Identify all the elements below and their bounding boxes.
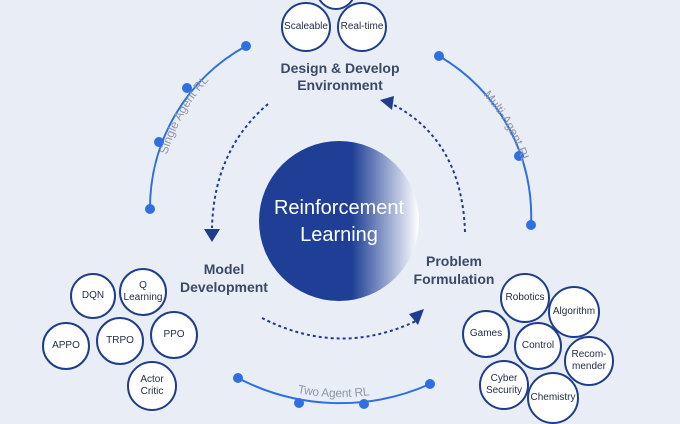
arc-dot [241, 41, 251, 51]
bubble-line1: APPO [52, 340, 80, 351]
bubble-line2: mender [572, 361, 606, 372]
env-bubble-label: Real-time [340, 21, 384, 32]
cycle-arrows [211, 103, 466, 340]
bubble-line1: Cyber [490, 373, 518, 384]
arrowhead-problem [409, 309, 424, 325]
model-bubble-trpo: TRPO [96, 317, 144, 365]
arrow-problem-to-design [391, 103, 466, 233]
stage-model-line1: Model [203, 261, 245, 277]
bubble-line1: Games [469, 328, 503, 339]
bubble-line2: Security [485, 385, 523, 396]
stage-design: Design & Develop Environment [260, 60, 420, 94]
two-agent-label: Two Agent RL [297, 382, 371, 400]
stage-problem-line1: Problem [425, 253, 482, 269]
env-bubble-scaleable: Scaleable [281, 2, 331, 52]
two-agent-arc: Two Agent RL [233, 373, 435, 409]
stage-problem-line2: Formulation [413, 271, 495, 287]
env-bubble-label: Scaleable [284, 21, 328, 32]
bubble-line1: PPO [163, 329, 185, 340]
arrowheads [204, 96, 424, 325]
arc-dot [294, 398, 304, 408]
center-circle [259, 141, 419, 301]
model-bubble-dqn: DQN [70, 273, 116, 319]
stage-problem: Problem Formulation [406, 252, 502, 288]
arc-dot [182, 83, 192, 93]
model-bubble-appo: APPO [42, 322, 90, 370]
arrow-model-to-problem [261, 317, 419, 340]
multi-agent-arc: Multi-Agent RL [434, 51, 536, 230]
arrowhead-design [380, 96, 394, 110]
arc-dot [514, 151, 524, 161]
arc-dot [425, 379, 435, 389]
bubble-line1: Actor [140, 374, 164, 385]
problem-bubble-chemistry: Chemistry [527, 372, 579, 424]
rl-diagram: Single Agent RL Multi-Agent RL Two Agent… [42, 0, 614, 424]
arc-dot [233, 373, 243, 383]
arc-dot [145, 204, 155, 214]
bubble-line1: TRPO [106, 335, 134, 346]
arc-dot [359, 399, 369, 409]
bubble-line2: Critic [140, 386, 164, 397]
bubble-line1: Control [521, 340, 555, 351]
center-title-line1: Reinforcement [274, 197, 405, 219]
problem-bubble-algorithm: Algorithm [548, 286, 600, 338]
bubble-line1: Q [139, 280, 147, 291]
problem-bubble-games: Games [462, 310, 510, 358]
bubble-line1: Chemistry [530, 392, 576, 403]
multi-agent-label: Multi-Agent RL [481, 88, 533, 165]
bubble-line1: Recom- [571, 349, 607, 360]
single-agent-arc: Single Agent RL [145, 41, 251, 214]
stage-model: Model Development [168, 260, 280, 296]
stage-design-line1: Design & Develop [280, 60, 400, 76]
problem-bubble-robotics: Robotics [500, 273, 550, 323]
center-title-line2: Learning [300, 224, 378, 246]
arc-dot [526, 220, 536, 230]
arrowhead-model [204, 229, 220, 242]
bubble-line1: Algorithm [552, 306, 596, 317]
stage-model-line2: Development [180, 279, 268, 295]
problem-bubble-control: Control [514, 322, 562, 370]
bubble-line2: Learning [123, 292, 163, 303]
problem-bubble-recommender: Recom-mender [564, 336, 614, 386]
arc-dot [154, 137, 164, 147]
env-bubble-realtime: Real-time [337, 2, 387, 52]
arc-dot [434, 51, 444, 61]
bubble-line1: DQN [81, 290, 105, 301]
bubble-line1: Robotics [505, 292, 545, 303]
arrow-design-to-model [211, 103, 269, 229]
model-bubble-ppo: PPO [150, 311, 198, 359]
diagram-canvas: Single Agent RL Multi-Agent RL Two Agent… [145, 41, 536, 409]
stage-design-line2: Environment [297, 77, 383, 93]
